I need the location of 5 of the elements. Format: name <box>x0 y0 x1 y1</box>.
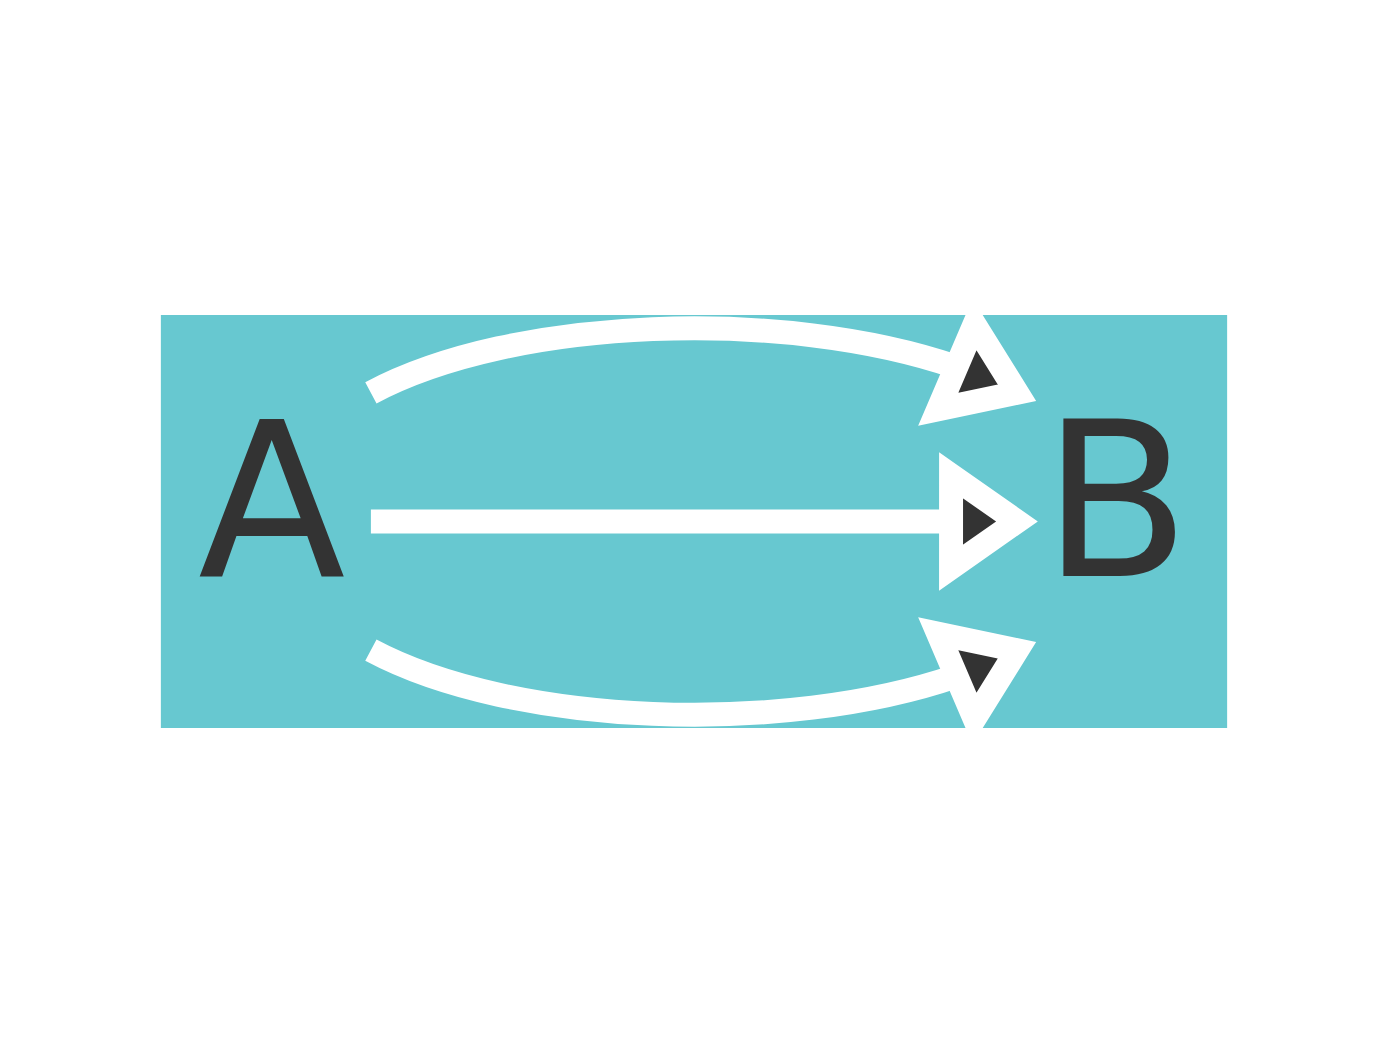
arrow <box>370 452 1038 591</box>
arrow <box>365 315 1037 426</box>
arrow <box>365 617 1037 728</box>
node-text: A <box>197 375 346 627</box>
node-text: B <box>1042 375 1191 627</box>
